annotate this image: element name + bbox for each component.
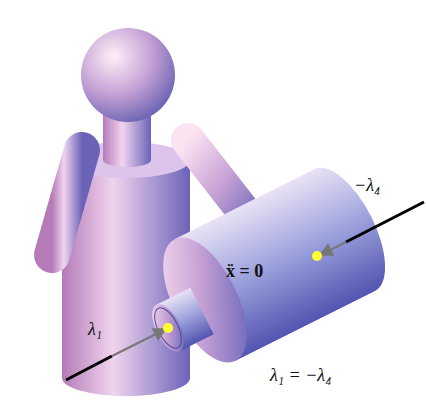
math-label: λ₁ [88, 320, 102, 340]
math-label: ẍ = 0 [226, 262, 263, 282]
math-label: λ₁ = −λ₄ [270, 366, 331, 386]
math-label: −λ₄ [354, 176, 380, 196]
